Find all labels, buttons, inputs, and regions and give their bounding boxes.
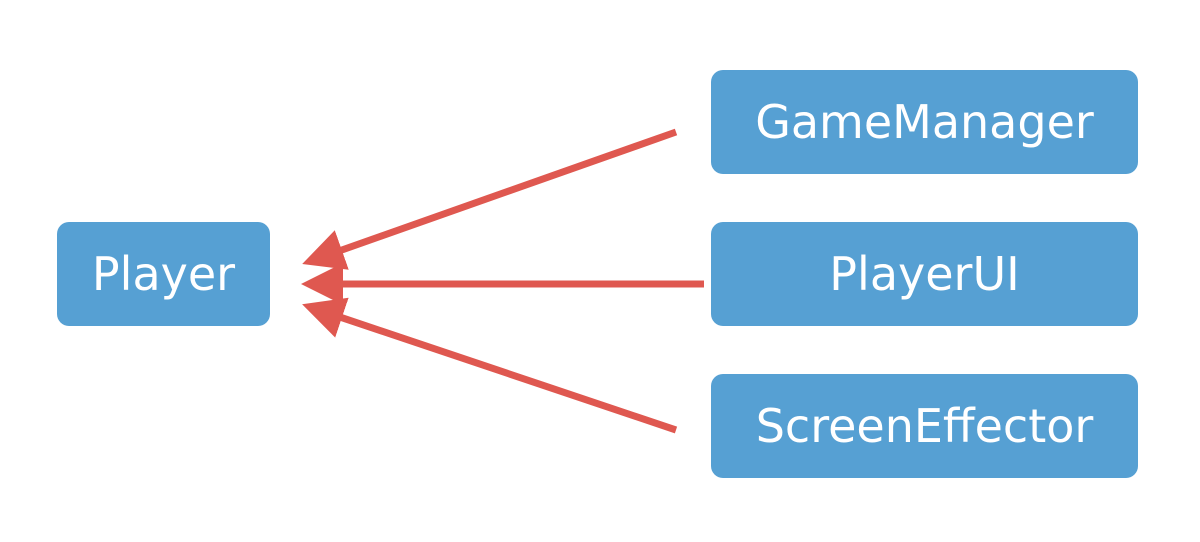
node-player-label: Player [91,247,236,301]
node-player-ui-label: PlayerUI [829,247,1020,301]
node-screen-effector: ScreenEffector [711,374,1138,478]
node-game-manager: GameManager [711,70,1138,174]
node-game-manager-label: GameManager [755,95,1094,149]
node-screen-effector-label: ScreenEffector [755,399,1094,453]
node-player-ui: PlayerUI [711,222,1138,326]
arrow-screeneffector-to-player [302,297,678,434]
node-player: Player [57,222,270,326]
arrow-gamemanager-to-player [302,128,678,270]
